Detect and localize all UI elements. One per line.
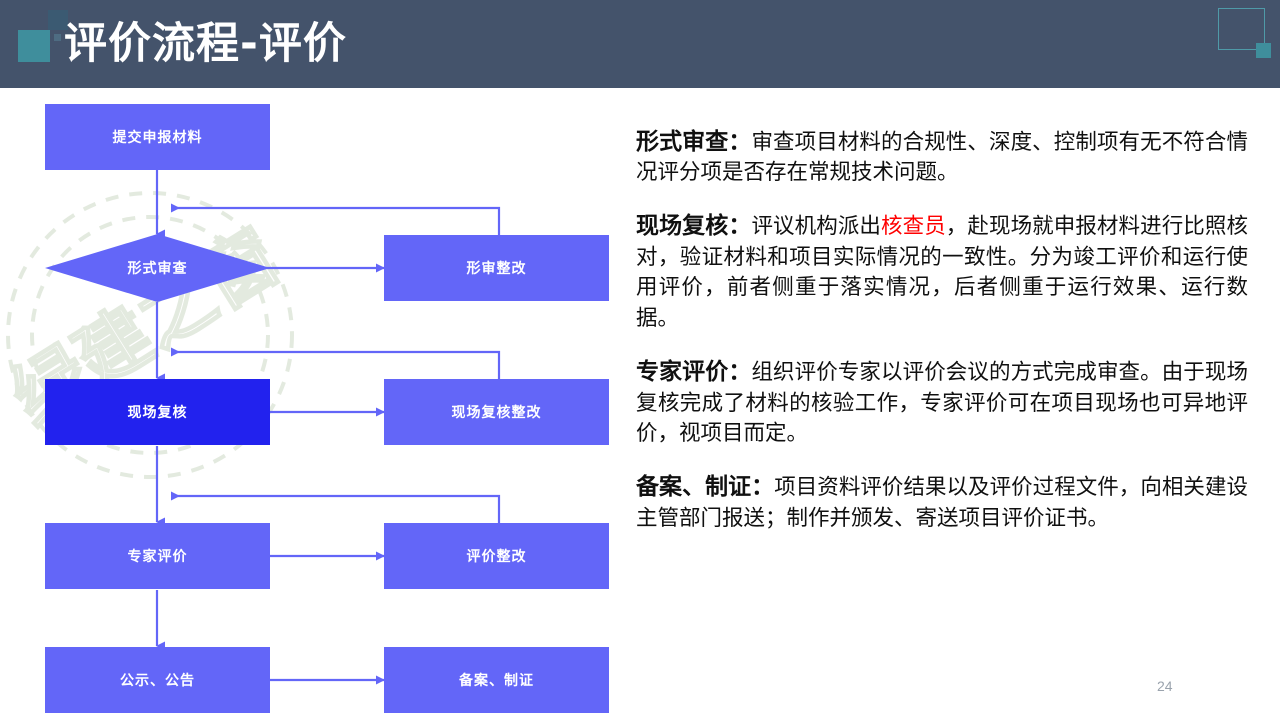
flow-node-eval-fix[interactable]: 评价整改	[384, 523, 609, 589]
decor-square-medium-icon	[48, 10, 68, 30]
flow-node-form-review[interactable]: 形式审查	[45, 234, 270, 302]
flow-node-filing[interactable]: 备案、制证	[384, 647, 609, 713]
paragraph-lead: 备案、制证：	[636, 473, 775, 501]
flow-node-label: 形审整改	[466, 261, 527, 277]
paragraph-body-cont: ，赴现场就申报材料进行比照核对，验证材料和项目实际情况的一致性。分为竣工评价和运…	[636, 214, 1248, 331]
flow-node-site-fix[interactable]: 现场复核整改	[384, 379, 609, 445]
description-panel: 形式审查：审查项目材料的合规性、深度、控制项有无不符合情况评分项是否存在常规技术…	[636, 104, 1248, 543]
flow-node-label: 现场复核整改	[451, 405, 542, 421]
flow-node-label: 形式审查	[127, 261, 188, 277]
slide-header-bar	[0, 0, 1280, 88]
decor-square-large-icon	[18, 30, 50, 62]
paragraph-emphasis: 核查员	[881, 214, 946, 240]
paragraph-lead: 形式审查：	[636, 127, 752, 155]
paragraph-lead: 现场复核：	[636, 212, 752, 240]
flow-node-label: 公示、公告	[120, 673, 195, 689]
page-number: 24	[1157, 678, 1173, 694]
paragraph-body: 评议机构派出	[751, 214, 882, 240]
paragraph-body: 组织评价专家以评价会议的方式完成审查。由于现场复核完成了材料的核验工作，专家评价…	[636, 359, 1248, 447]
paragraph-body: 审查项目材料的合规性、深度、控制项有无不符合情况评分项是否存在常规技术问题。	[636, 129, 1248, 186]
description-paragraph-form-review: 形式审查：审查项目材料的合规性、深度、控制项有无不符合情况评分项是否存在常规技术…	[636, 126, 1248, 189]
header-decoration-squares	[18, 8, 74, 64]
description-paragraph-expert-review: 专家评价：组织评价专家以评价会议的方式完成审查。由于现场复核完成了材料的核验工作…	[636, 356, 1248, 450]
corner-frame-decoration-icon	[1218, 8, 1265, 50]
flow-node-label: 现场复核	[127, 405, 188, 421]
corner-dot-decoration-icon	[1256, 43, 1271, 58]
flow-node-label: 提交申报材料	[112, 130, 203, 146]
flow-node-publicity[interactable]: 公示、公告	[45, 647, 270, 713]
flow-node-label: 评价整改	[466, 549, 527, 565]
paragraph-body: 项目资料评价结果以及评价过程文件，向相关建设主管部门报送；制作并颁发、寄送项目评…	[636, 475, 1248, 531]
flow-node-submit[interactable]: 提交申报材料	[45, 104, 270, 170]
page-title: 评价流程-评价	[64, 19, 347, 69]
description-paragraph-site-review: 现场复核：评议机构派出核查员，赴现场就申报材料进行比照核对，验证材料和项目实际情…	[636, 210, 1248, 334]
diamond-shape-icon	[45, 234, 270, 302]
description-paragraph-filing: 备案、制证：项目资料评价结果以及评价过程文件，向相关建设主管部门报送；制作并颁发…	[636, 471, 1248, 534]
flow-node-site-review[interactable]: 现场复核	[45, 379, 270, 445]
flow-node-expert-review[interactable]: 专家评价	[45, 523, 270, 589]
paragraph-lead: 专家评价：	[636, 357, 752, 385]
flow-node-label: 专家评价	[127, 549, 188, 565]
flow-node-label: 备案、制证	[459, 673, 534, 689]
flow-node-form-fix[interactable]: 形审整改	[384, 235, 609, 301]
decor-square-small-icon	[54, 34, 61, 41]
evaluation-process-flowchart: 提交申报材料 形式审查 形审整改 现场复核 现场复核整改 专家评价 评价整改 公…	[0, 88, 640, 720]
